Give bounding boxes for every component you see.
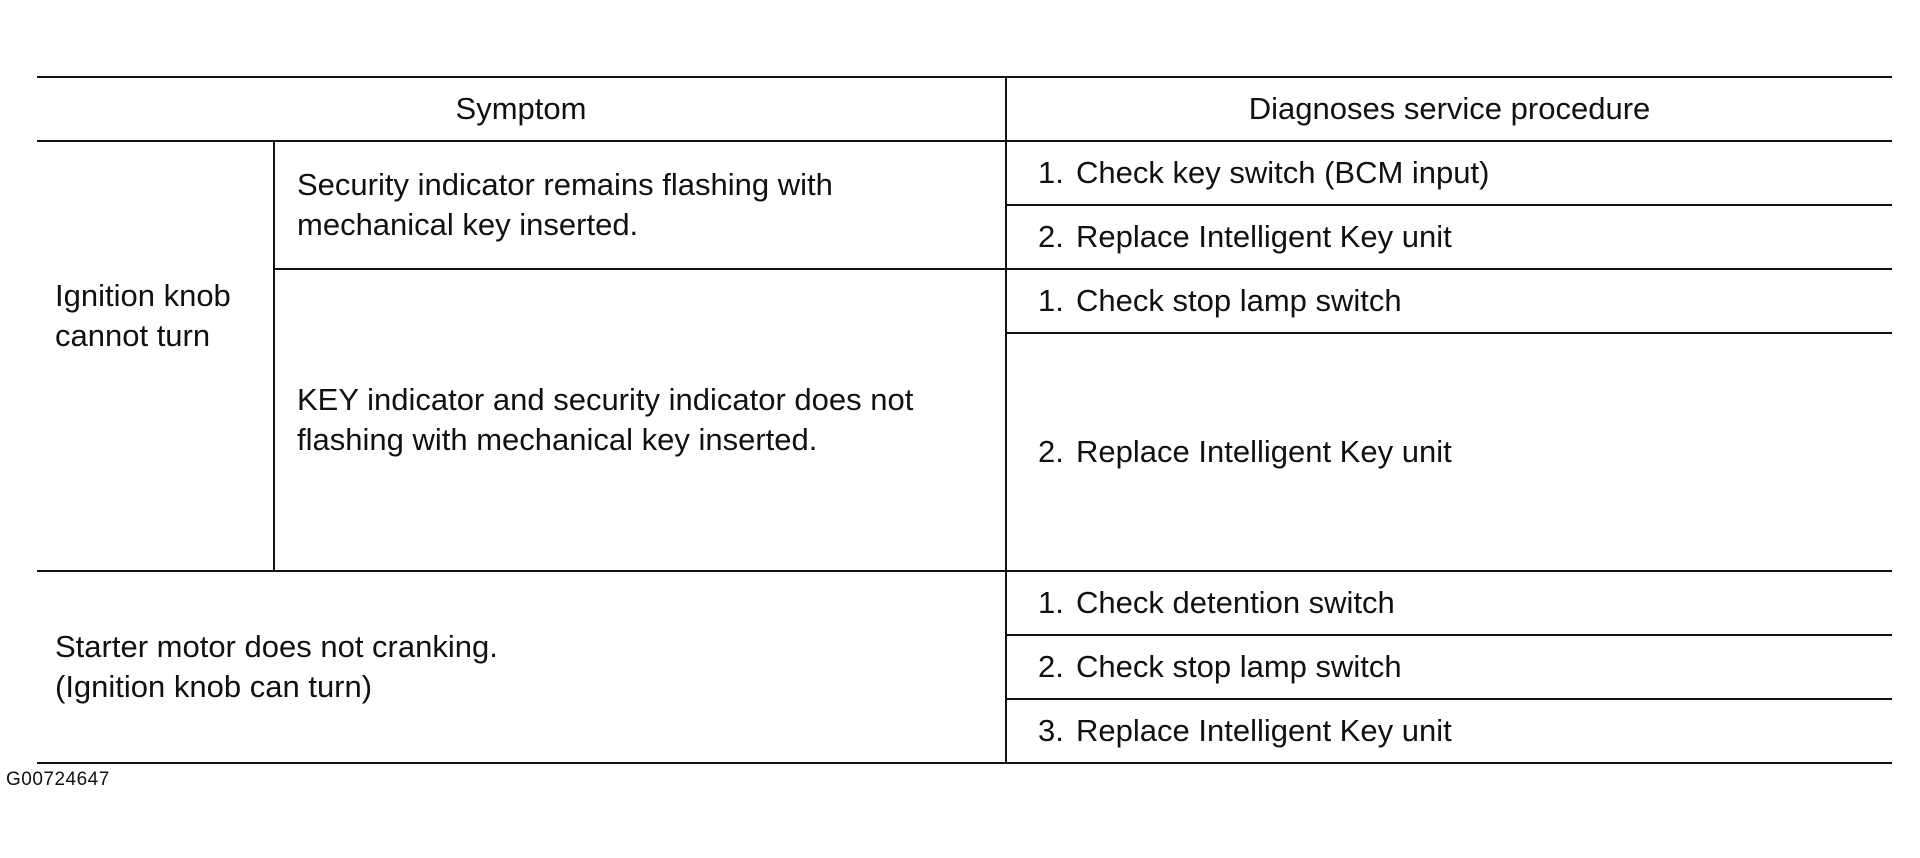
step-number: 2. <box>1005 332 1077 572</box>
step-text: Check detention switch <box>1076 584 1395 620</box>
step-number: 2. <box>1005 204 1077 269</box>
symptom-cell: Starter motor does not cranking. (Igniti… <box>37 571 1007 764</box>
symptom-line-2: (Ignition knob can turn) <box>55 669 373 704</box>
table-row: Ignition knob cannot turn Security indic… <box>37 141 1892 572</box>
table-row: 2. Check stop lamp switch <box>37 634 1893 699</box>
table-row: 3. Replace Intelligent Key unit <box>37 698 1893 764</box>
step-text: Replace Intelligent Key unit <box>1076 332 1893 572</box>
step-text: Check stop lamp switch <box>1076 268 1893 333</box>
table-header-row: Symptom Diagnoses service procedure <box>37 76 1893 142</box>
symptom-text: Ignition knob cannot turn <box>55 277 231 353</box>
symptom-cell: Ignition knob cannot turn <box>37 141 274 572</box>
figure-id: G00724647 <box>6 769 110 790</box>
condition-cell: Security indicator remains flashing with… <box>272 141 1007 270</box>
table-row: Starter motor does not cranking. (Igniti… <box>37 571 1892 764</box>
symptom-line-1: Starter motor does not cranking. <box>55 628 498 664</box>
step-number: 1. <box>1005 141 1077 205</box>
step-number: 1. <box>1005 571 1077 635</box>
symptom-header: Symptom <box>37 76 1007 142</box>
table-row: 2. Replace Intelligent Key unit <box>37 332 1893 572</box>
step-number: 2. <box>1005 634 1077 699</box>
diagnosis-table: Symptom Diagnoses service procedure Igni… <box>37 76 1893 764</box>
step-text: Replace Intelligent Key unit <box>1076 698 1893 764</box>
procedure-header: Diagnoses service procedure <box>1005 76 1893 142</box>
condition-cell: KEY indicator and security indicator doe… <box>272 269 1007 572</box>
step-text: Check stop lamp switch <box>1076 634 1893 699</box>
table-row: KEY indicator and security indicator doe… <box>37 268 1893 572</box>
table-row: 2. Replace Intelligent Key unit <box>37 204 1893 269</box>
step-text: Replace Intelligent Key unit <box>1076 204 1893 269</box>
step-number: 3. <box>1005 698 1077 764</box>
step-number: 1. <box>1005 268 1077 333</box>
step-text: Check key switch (BCM input) <box>1076 154 1490 190</box>
